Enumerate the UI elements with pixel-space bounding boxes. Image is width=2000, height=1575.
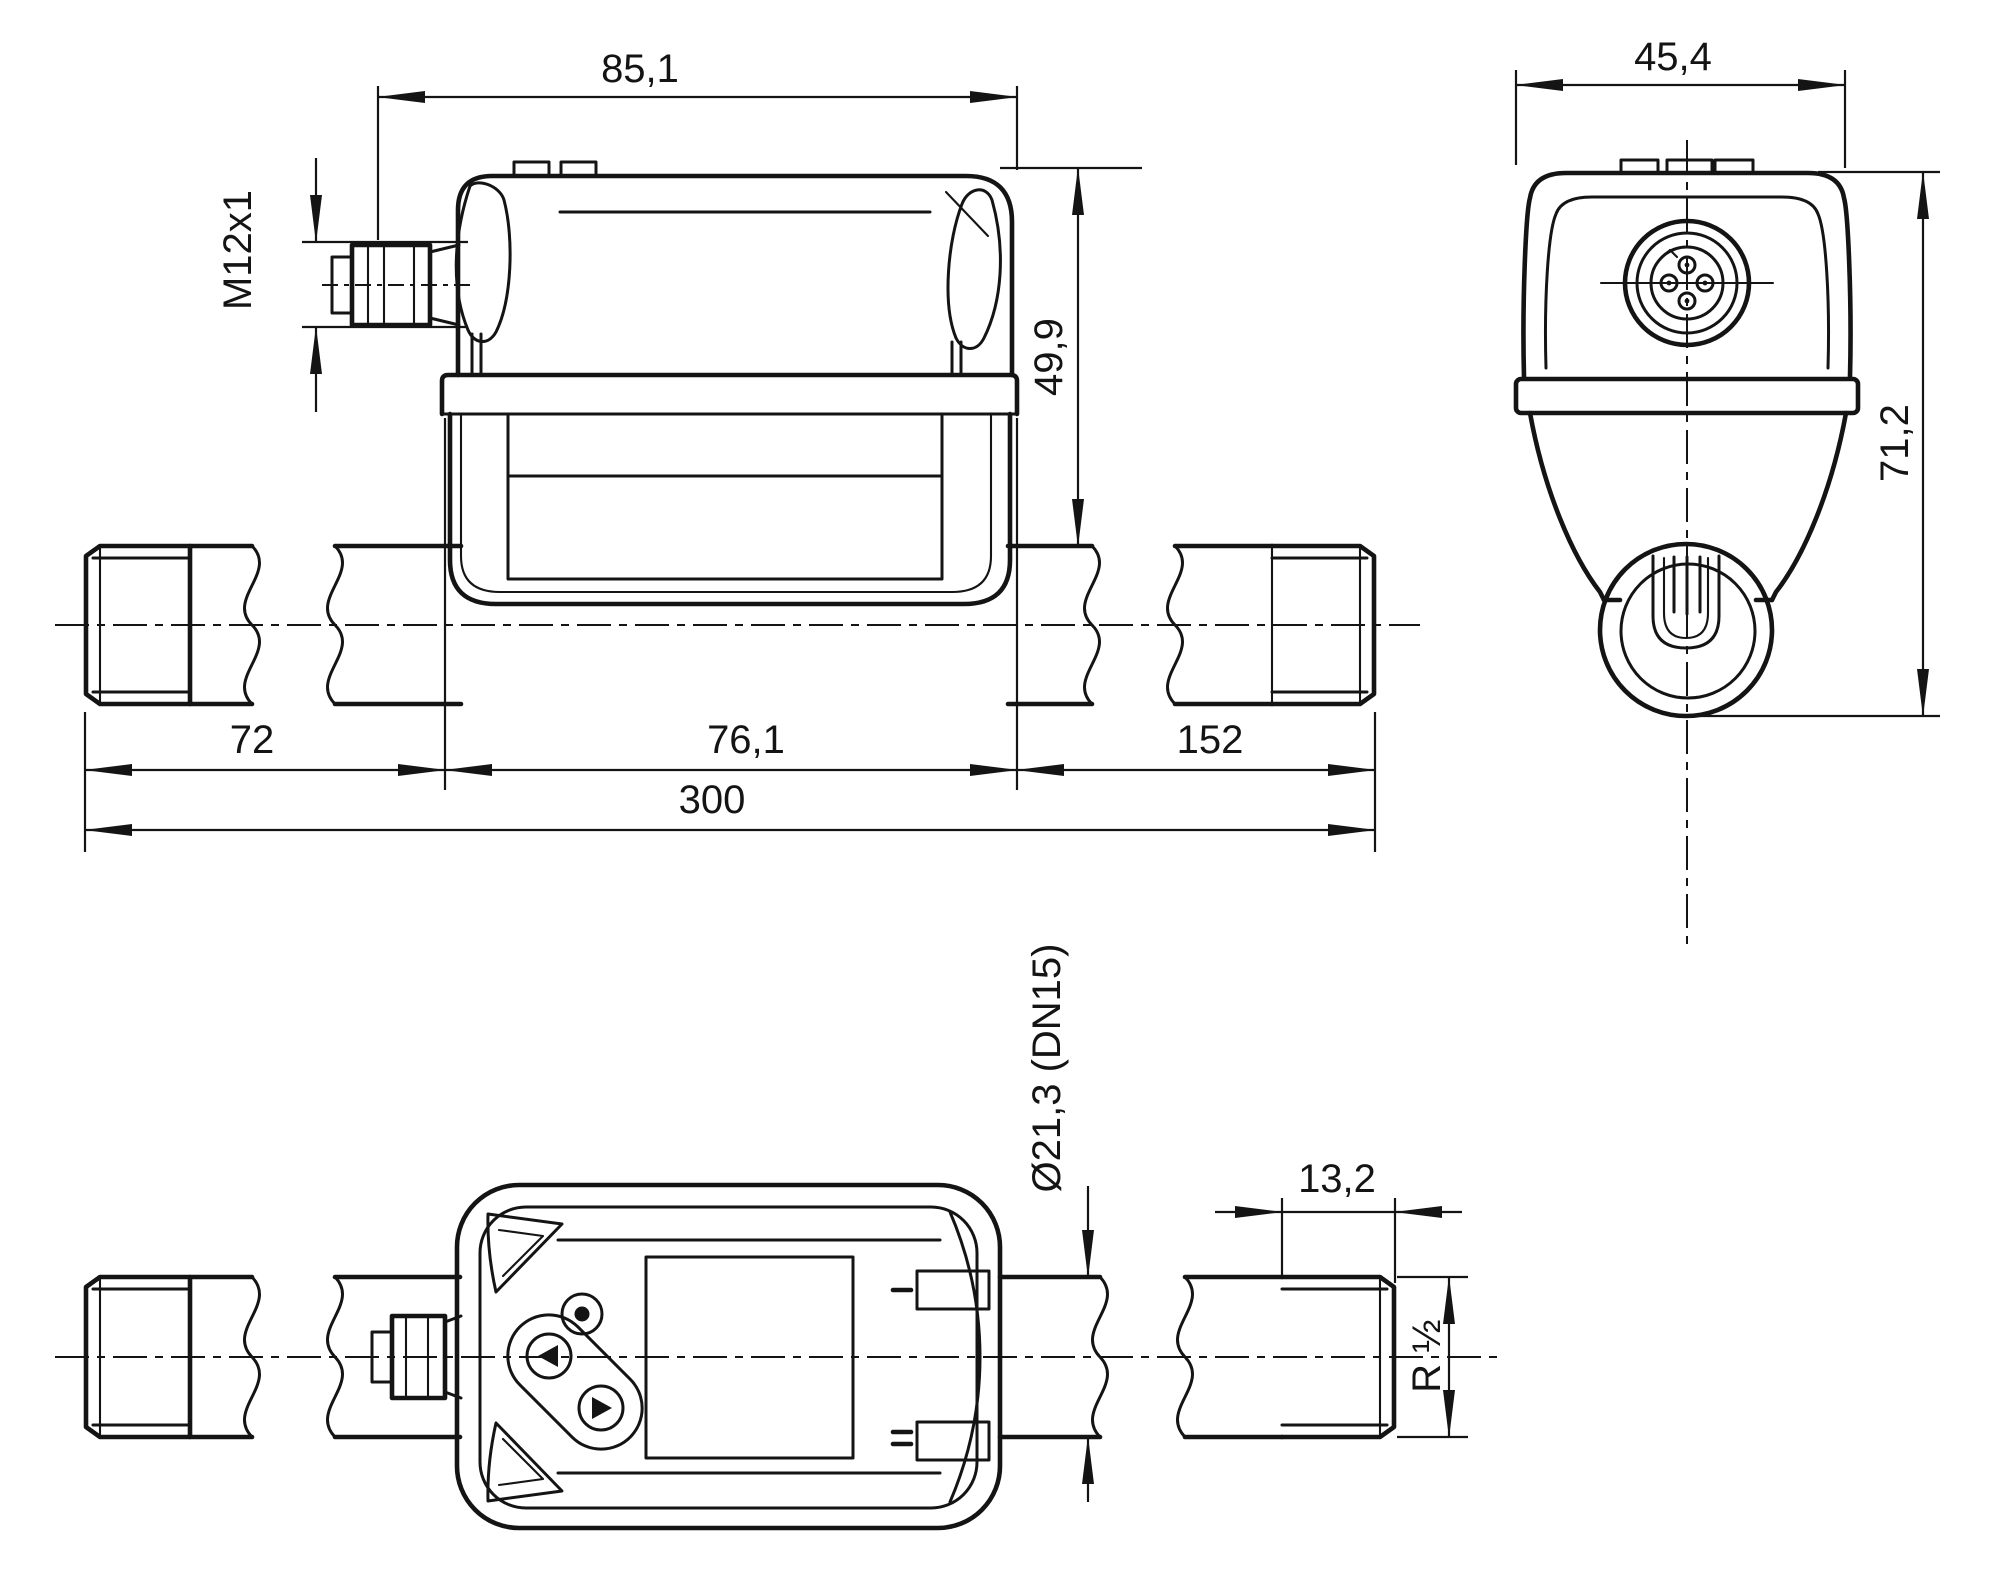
pipe-break-icon: [1176, 1275, 1194, 1439]
pipe-left: [83, 543, 464, 707]
housing-taper: [1769, 410, 1849, 603]
m12-socket: [1599, 218, 1775, 348]
dim-label-front-width: 45,4: [1634, 35, 1712, 79]
m12-connector: [322, 242, 472, 328]
face-outline: [478, 1205, 979, 1510]
connector-nut: [389, 1313, 448, 1401]
dim-label-connector-thread: M12x1: [216, 190, 260, 310]
pipe-break-icon: [243, 544, 261, 706]
display-window-side: [506, 412, 944, 581]
mounting-lug: [946, 188, 1002, 350]
dim-label-overall-length: 300: [679, 778, 746, 822]
front-view-dimensions: 45,4 71,2: [1514, 35, 1940, 718]
corner-gusset: [486, 1421, 564, 1503]
sensor-body-top: [454, 1182, 1003, 1531]
sensor-insert: [1651, 554, 1721, 650]
connector-pin: [1677, 255, 1697, 275]
dim-label-top-width: 85,1: [601, 47, 679, 91]
housing-band-front: [1513, 376, 1861, 416]
connector-tip: [370, 1330, 394, 1384]
body-outline: [454, 1182, 1003, 1531]
top-view: Ø21,3 (DN15) 13,2 R ½: [55, 944, 1500, 1531]
output-marker-2: [915, 1420, 991, 1462]
pipe-break-icon: [1083, 544, 1101, 706]
side-view: 85,1 M12x1 49,9 72 76,1 152 300: [55, 47, 1420, 852]
sensor-housing: [439, 160, 1020, 607]
dim-label-front-height: 71,2: [1873, 404, 1917, 482]
pipe-left: [83, 1274, 463, 1440]
button-group: [506, 1313, 644, 1451]
pipe-break-icon: [1166, 544, 1184, 706]
housing-base: [447, 411, 1013, 607]
face-curve: [948, 1210, 982, 1504]
pipe-break-icon: [243, 1275, 261, 1439]
mounting-lug: [454, 181, 512, 343]
pipe-break-icon: [1091, 1275, 1109, 1439]
arrow-left-icon: [538, 1345, 558, 1367]
corner-gusset: [486, 1212, 564, 1294]
housing-cover: [455, 173, 1015, 378]
button-up[interactable]: [525, 1332, 573, 1380]
dim-label-housing-height: 49,9: [1027, 318, 1071, 396]
connector-face-plate: [1543, 195, 1831, 370]
dim-label-housing-length: 76,1: [707, 718, 785, 762]
arrow-right-icon: [592, 1397, 612, 1419]
pipe-cross-section: [1597, 541, 1775, 719]
dim-label-inlet-length: 72: [230, 718, 275, 762]
output-marker-1: [915, 1269, 991, 1311]
led-indicator: [560, 1292, 604, 1336]
dim-label-thread-length: 13,2: [1298, 1157, 1376, 1201]
pipe-break-icon: [326, 544, 344, 706]
front-view: 45,4 71,2: [1513, 35, 1940, 950]
pipe-right: [997, 1274, 1397, 1440]
dim-label-pipe-thread: R ½: [1405, 1319, 1449, 1392]
side-view-dimensions: 85,1 M12x1 49,9 72 76,1 152 300: [83, 47, 1377, 852]
dim-label-pipe-diameter: Ø21,3 (DN15): [1025, 944, 1069, 1193]
housing-taper: [1527, 410, 1607, 603]
top-view-dimensions: Ø21,3 (DN15) 13,2 R ½: [1025, 944, 1468, 1502]
pipe-break-icon: [326, 1275, 344, 1439]
display-window: [644, 1255, 855, 1460]
button-down[interactable]: [577, 1384, 625, 1432]
dim-label-outlet-length: 152: [1177, 718, 1244, 762]
housing-band: [439, 372, 1020, 417]
connector-pin: [1677, 291, 1697, 311]
housing-front: [1521, 170, 1853, 380]
